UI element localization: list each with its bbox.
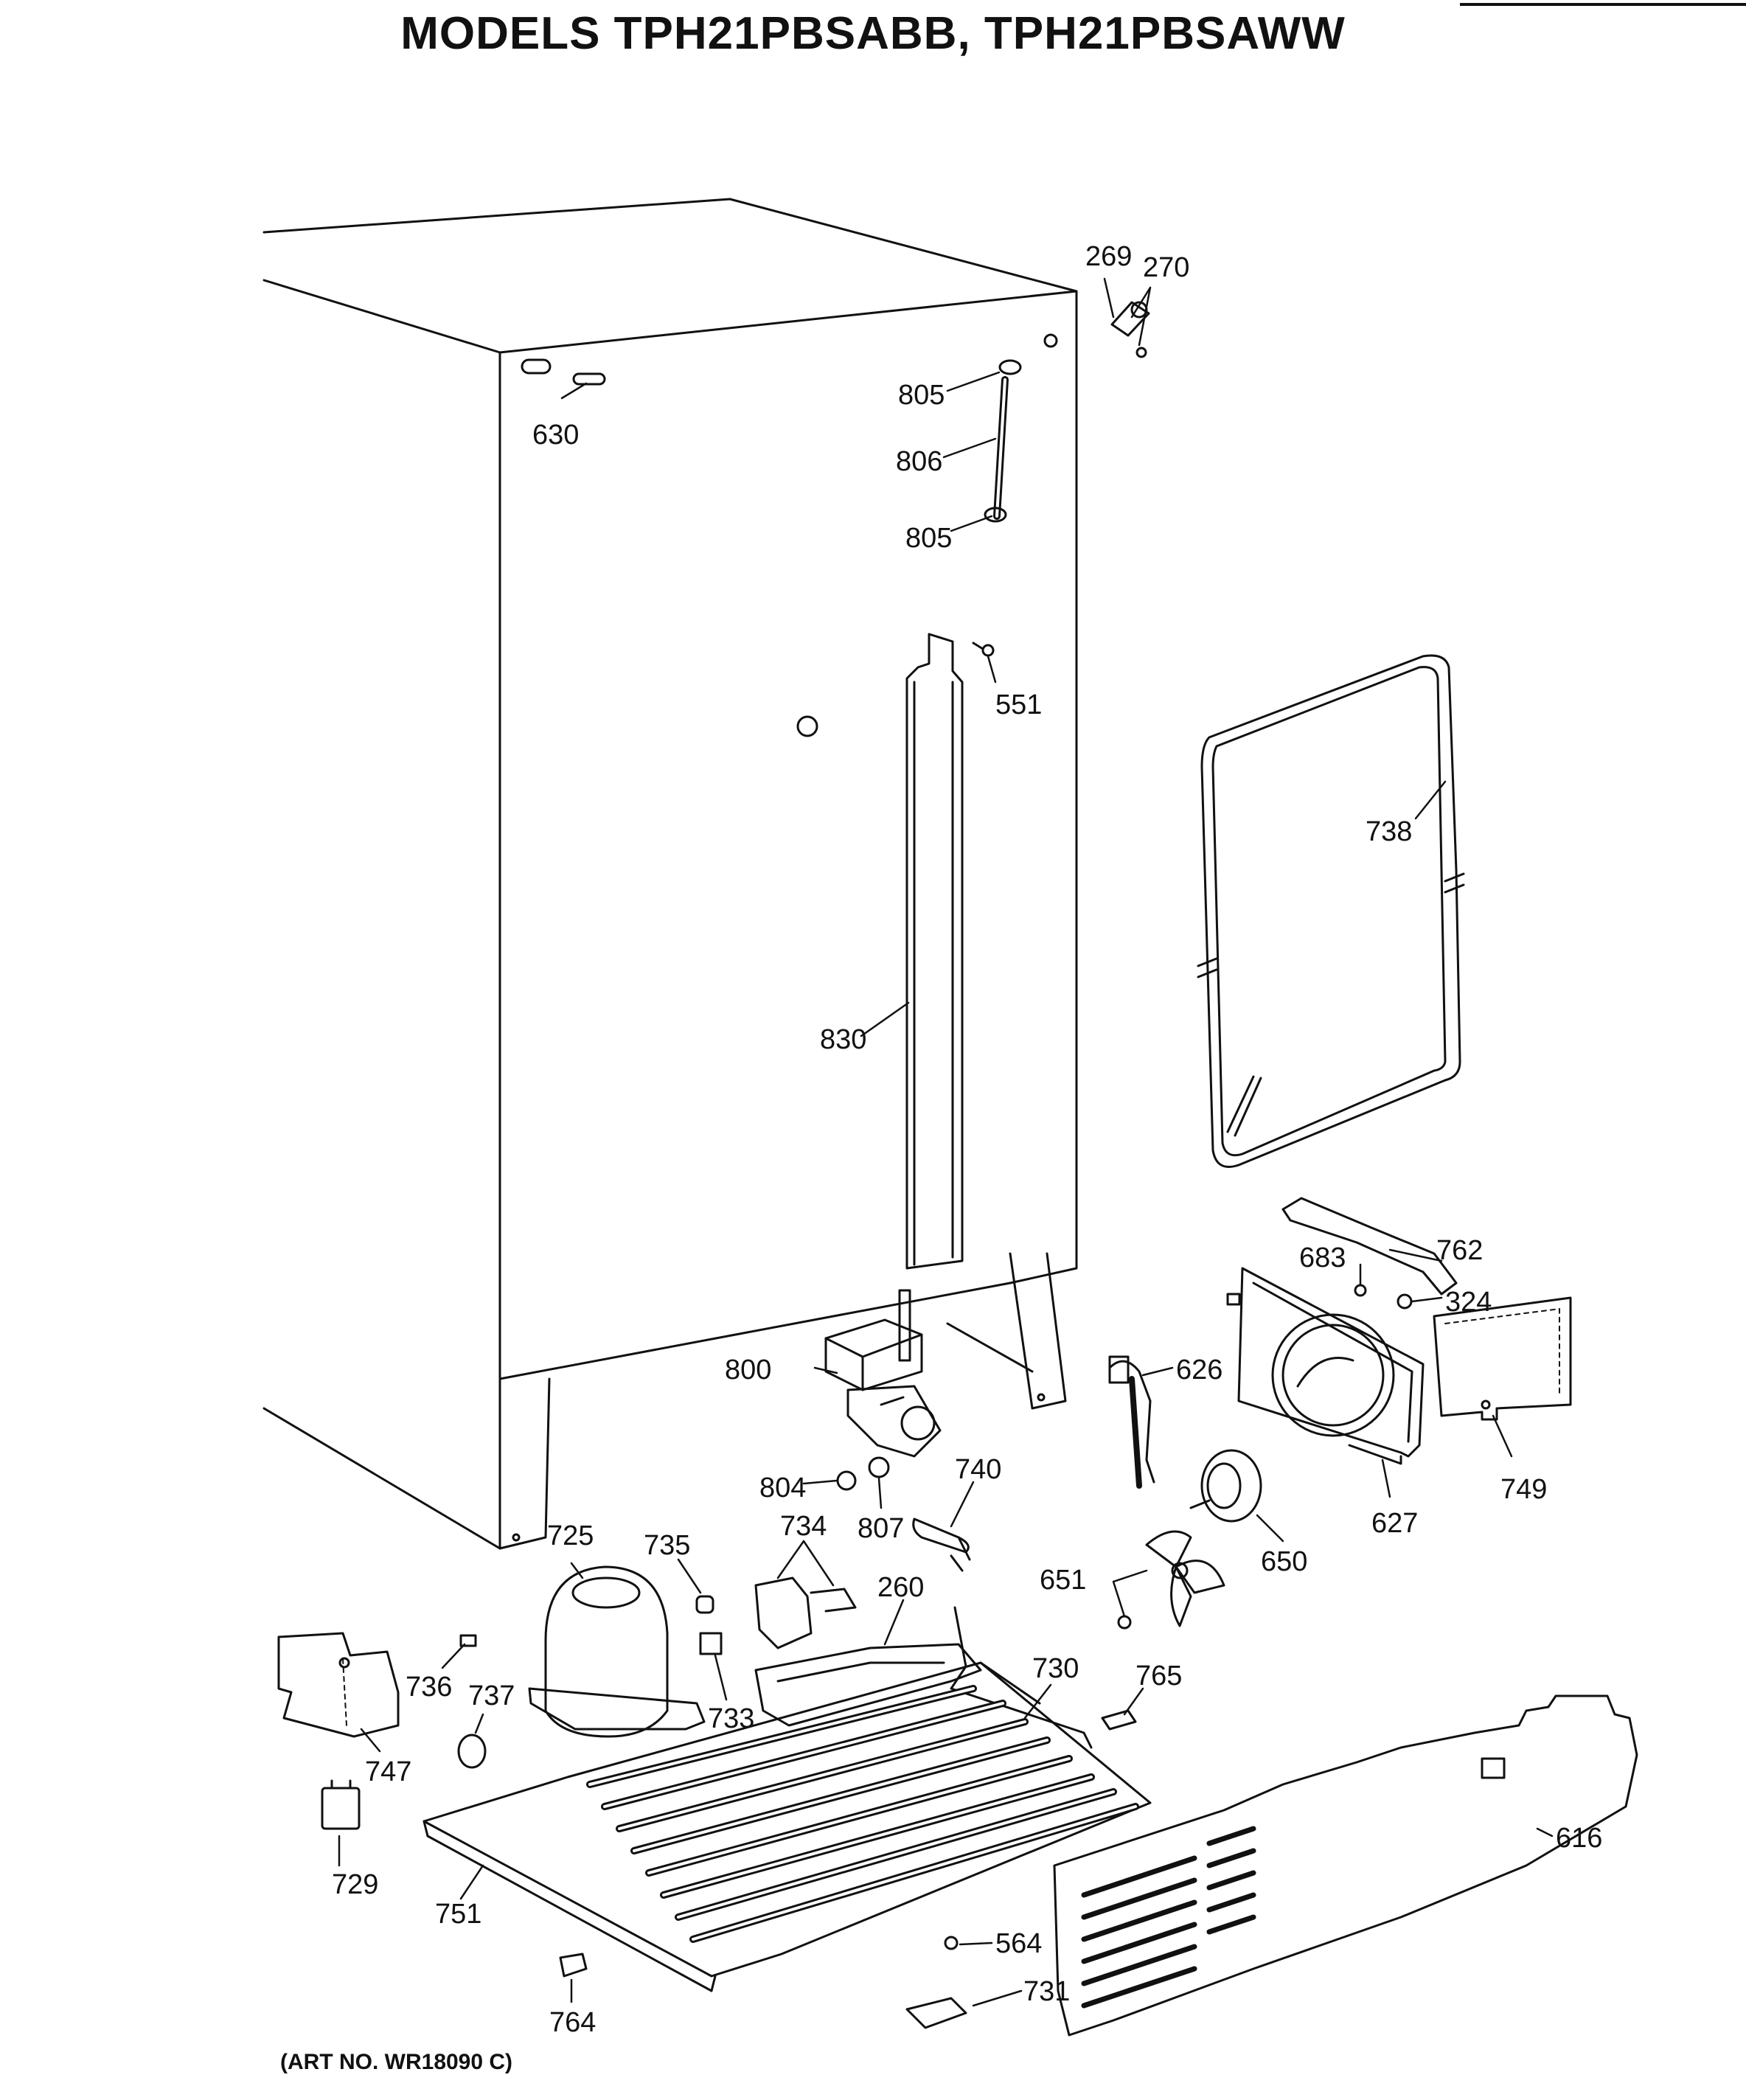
bracket-749 xyxy=(1433,1296,1572,1421)
condenser-coil-751 xyxy=(422,1661,1152,1992)
callout-260: 260 xyxy=(877,1572,924,1603)
cabinet xyxy=(262,198,1078,1550)
clip-765 xyxy=(1101,1709,1137,1731)
callout-564: 564 xyxy=(995,1928,1042,1959)
opening-630a xyxy=(521,358,552,375)
callout-labels: 269 270 630 805 806 805 551 738 830 683 … xyxy=(332,241,1602,2038)
cover-762 xyxy=(1281,1197,1458,1296)
callout-762: 762 xyxy=(1436,1235,1483,1266)
screw-564 xyxy=(944,1936,959,1950)
callout-807: 807 xyxy=(858,1513,904,1544)
fan-shroud-627 xyxy=(1226,1267,1425,1465)
shield-747 xyxy=(277,1632,400,1738)
part-269 xyxy=(1110,301,1150,358)
callout-626: 626 xyxy=(1176,1355,1222,1385)
callout-733: 733 xyxy=(708,1703,754,1734)
heater-loop-738 xyxy=(1197,654,1465,1168)
screw-270 xyxy=(1135,347,1147,358)
drain-pan-260 xyxy=(754,1643,982,1727)
part-804 xyxy=(836,1470,857,1491)
page-title: MODELS TPH21PBSABB, TPH21PBSAWW xyxy=(400,8,1346,59)
callout-616: 616 xyxy=(1556,1823,1602,1854)
callout-806: 806 xyxy=(896,446,942,477)
callout-805-top: 805 xyxy=(898,380,945,411)
bracket-731 xyxy=(905,1997,967,2029)
opening-630b xyxy=(572,372,606,386)
callout-683: 683 xyxy=(1299,1242,1346,1273)
callout-765: 765 xyxy=(1135,1661,1182,1692)
relay-735 xyxy=(695,1595,714,1614)
callout-736: 736 xyxy=(406,1672,452,1703)
callout-749: 749 xyxy=(1500,1474,1547,1505)
callout-651: 651 xyxy=(1040,1565,1086,1596)
callout-324: 324 xyxy=(1445,1287,1492,1318)
callout-650: 650 xyxy=(1261,1546,1307,1577)
callout-627: 627 xyxy=(1371,1508,1418,1539)
callout-725: 725 xyxy=(547,1520,594,1551)
part-807 xyxy=(868,1456,890,1478)
callout-747: 747 xyxy=(365,1756,411,1787)
part-733 xyxy=(699,1632,723,1655)
callout-737: 737 xyxy=(468,1680,515,1711)
bracket-734 xyxy=(754,1576,857,1649)
callout-729: 729 xyxy=(332,1869,378,1900)
header-rule xyxy=(1460,3,1746,6)
callout-269: 269 xyxy=(1085,241,1132,272)
channel-830 xyxy=(905,633,964,1270)
heater-626 xyxy=(1108,1355,1155,1489)
callout-764: 764 xyxy=(549,2007,596,2038)
callout-630: 630 xyxy=(532,420,579,451)
callout-805-bottom: 805 xyxy=(905,523,952,554)
water-valve-800 xyxy=(824,1289,942,1458)
callout-800: 800 xyxy=(725,1355,771,1385)
tube-806 xyxy=(984,359,1022,523)
callout-738: 738 xyxy=(1366,816,1412,847)
callout-270: 270 xyxy=(1143,252,1189,283)
fan-motor-650 xyxy=(1189,1449,1262,1523)
nut-651 xyxy=(1117,1615,1132,1630)
clip-764 xyxy=(559,1953,588,1978)
callout-730: 730 xyxy=(1032,1653,1079,1684)
art-number: (ART NO. WR18090 C) xyxy=(280,2050,513,2074)
callout-804: 804 xyxy=(759,1473,806,1503)
callout-735: 735 xyxy=(644,1530,690,1561)
leader-lines xyxy=(338,277,1554,2007)
callout-751: 751 xyxy=(435,1899,481,1930)
callout-830: 830 xyxy=(820,1024,866,1055)
callout-731: 731 xyxy=(1023,1976,1070,2007)
callout-734: 734 xyxy=(780,1511,827,1542)
grille-616 xyxy=(1053,1694,1638,2037)
screw-551 xyxy=(972,642,995,657)
grommet-737 xyxy=(457,1734,487,1769)
spring-740 xyxy=(912,1517,971,1572)
screw-324 xyxy=(1397,1293,1413,1310)
capacitor-729 xyxy=(321,1779,361,1830)
compressor-725 xyxy=(528,1565,706,1738)
clip-736 xyxy=(459,1634,477,1647)
callout-551: 551 xyxy=(995,689,1042,720)
callout-740: 740 xyxy=(955,1454,1001,1485)
screw-683 xyxy=(1354,1284,1367,1297)
fan-blade-651 xyxy=(1117,1530,1225,1630)
